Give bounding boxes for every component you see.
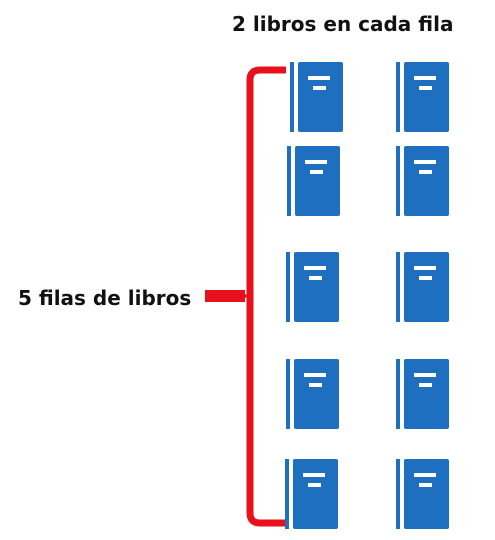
books-grid <box>285 62 449 529</box>
bracket-line <box>246 66 286 527</box>
book-icon <box>286 252 339 322</box>
book-icon <box>290 62 343 132</box>
rows-count-label: 5 filas de libros <box>18 286 192 310</box>
books-per-row-label: 2 libros en cada fila <box>232 12 454 36</box>
book-icon <box>396 359 449 429</box>
book-icon <box>287 146 340 216</box>
book-icon <box>286 359 339 429</box>
book-icon <box>396 62 449 132</box>
book-icon <box>396 252 449 322</box>
book-icon <box>396 146 449 216</box>
rows-bracket <box>205 66 286 527</box>
bracket-pointer-block <box>205 290 245 302</box>
book-icon <box>285 459 338 529</box>
book-icon <box>396 459 449 529</box>
